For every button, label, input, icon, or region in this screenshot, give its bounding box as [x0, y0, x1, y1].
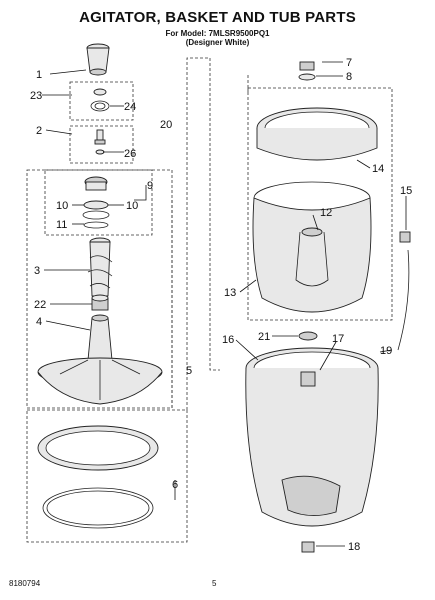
- callout-17: 17: [332, 333, 344, 345]
- basket-group-box: [247, 75, 393, 321]
- bolt-part: [94, 129, 106, 155]
- callout-16: 16: [222, 334, 234, 346]
- clutch-part: [91, 294, 109, 311]
- group-box-20: [26, 169, 173, 409]
- outer-tub-part: [245, 347, 379, 527]
- seal-ring-part: [90, 88, 110, 112]
- callout-5: 5: [186, 365, 192, 377]
- callout-13: 13: [224, 287, 236, 299]
- callout-26: 26: [124, 148, 136, 160]
- page-title: AGITATOR, BASKET AND TUB PARTS: [79, 9, 356, 26]
- balance-ring-part: [256, 107, 378, 161]
- callout-19: 19: [380, 345, 392, 357]
- callout-7: 7: [346, 57, 352, 69]
- callout-2: 2: [36, 125, 42, 137]
- callout-1: 1: [36, 69, 42, 81]
- callout-21: 21: [258, 331, 270, 343]
- page-number: 5: [212, 579, 217, 588]
- callout-12: 12: [320, 207, 332, 219]
- callout-3: 3: [34, 265, 40, 277]
- group-box-9: [44, 169, 153, 236]
- group-box-5: [26, 409, 188, 543]
- auger-part: [87, 237, 113, 297]
- callout-24: 24: [124, 101, 136, 113]
- agitator-base-part: [37, 314, 163, 405]
- agitator-cap-part: [86, 43, 110, 76]
- drain-hose-part: [397, 231, 411, 351]
- callout-15: 15: [400, 185, 412, 197]
- callout-23: 23: [30, 90, 42, 102]
- nut-part: [298, 331, 318, 341]
- callout-18: 18: [348, 541, 360, 553]
- callout-10b: 10: [126, 200, 138, 212]
- callout-6: 6: [172, 479, 178, 491]
- wash-basket-part: [252, 181, 372, 313]
- callout-4: 4: [36, 316, 42, 328]
- model-line: For Model: 7MLSR9500PQ1: [165, 29, 270, 38]
- hub-cap-part: [298, 61, 316, 81]
- variant-line: (Designer White): [185, 38, 250, 47]
- group-box-2: [69, 125, 134, 164]
- callout-20: 20: [160, 119, 172, 131]
- callout-9: 9: [147, 180, 153, 192]
- callout-11: 11: [56, 219, 67, 231]
- group-box-23: [69, 81, 134, 121]
- tub-ring-part: [37, 425, 159, 529]
- callout-8: 8: [346, 71, 352, 83]
- tub-bearing-part: [301, 541, 315, 553]
- leader-lines: [42, 61, 407, 547]
- agitator-dogs-part: [82, 176, 110, 229]
- callout-10a: 10: [56, 200, 68, 212]
- callout-22: 22: [34, 299, 46, 311]
- connector-line: [171, 57, 220, 410]
- document-number: 8180794: [9, 579, 41, 588]
- callout-14: 14: [372, 163, 384, 175]
